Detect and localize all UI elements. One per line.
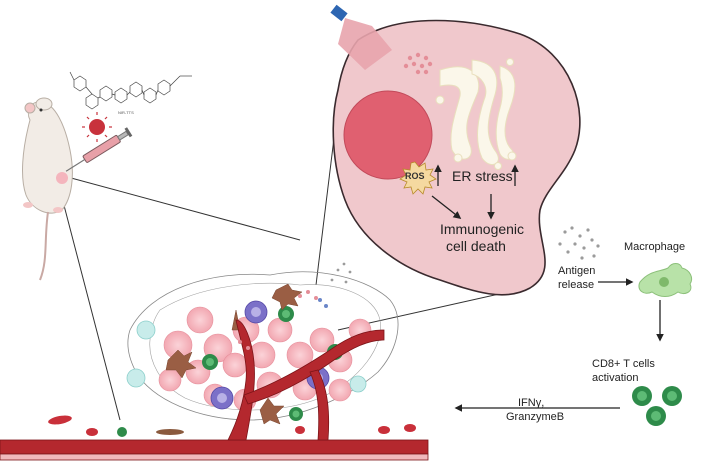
cd8-label-line2: activation: [592, 372, 639, 384]
cd8-label-line1: CD8+ T cells: [592, 358, 655, 370]
molecule-structure: [69, 71, 192, 110]
tumor-cell-zoom: [330, 4, 600, 296]
nanoparticle: [82, 112, 112, 142]
ros-label: ROS: [405, 171, 425, 181]
mouse: [22, 97, 73, 281]
macrophage-label: Macrophage: [624, 241, 686, 253]
macrophage-cell: [638, 263, 693, 297]
golgi-er: [435, 58, 517, 170]
compound-code-label: NIR-TTS: [118, 110, 134, 115]
antigen-release-line1: Antigen: [558, 265, 596, 277]
nucleus: [343, 90, 433, 180]
syringe: [65, 127, 133, 172]
tumor-mass: [0, 262, 429, 461]
cd8-t-cells-right: [632, 386, 682, 426]
icd-label-line2: cell death: [446, 238, 506, 254]
icd-label-line1: Immunogenic: [440, 221, 525, 237]
blood-vessel: [0, 319, 429, 461]
er-stress-label: ER stress: [452, 168, 513, 184]
ifn-label-line1: IFNγ,: [518, 397, 545, 409]
stromal-cells: [165, 283, 303, 425]
red-blood-cells: [48, 415, 416, 436]
antigen-release-line2: release: [558, 279, 595, 291]
ros-burst: [399, 161, 437, 195]
light-blue-cells: [126, 320, 367, 393]
ifn-label-line2: GranzymeB: [506, 411, 565, 423]
